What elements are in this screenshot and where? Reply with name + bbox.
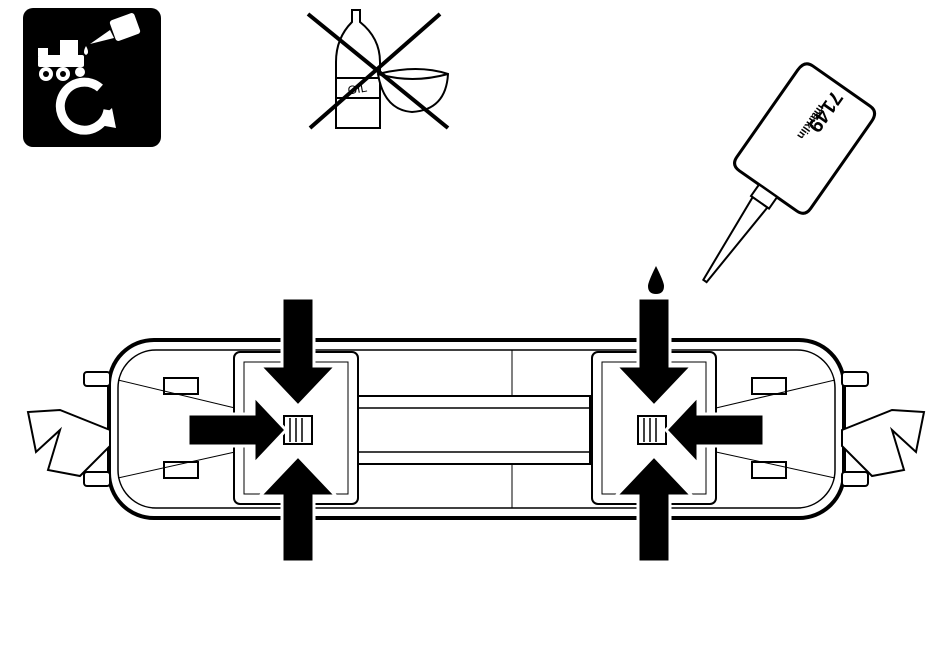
coupler-right [842, 410, 924, 476]
oiler-bottle-icon [668, 60, 878, 307]
maintenance-icon [23, 8, 161, 147]
oil-drop-icon [648, 266, 664, 294]
coupler-left [28, 410, 110, 476]
no-household-oil-icon [308, 10, 448, 128]
bowl-icon [378, 69, 448, 112]
